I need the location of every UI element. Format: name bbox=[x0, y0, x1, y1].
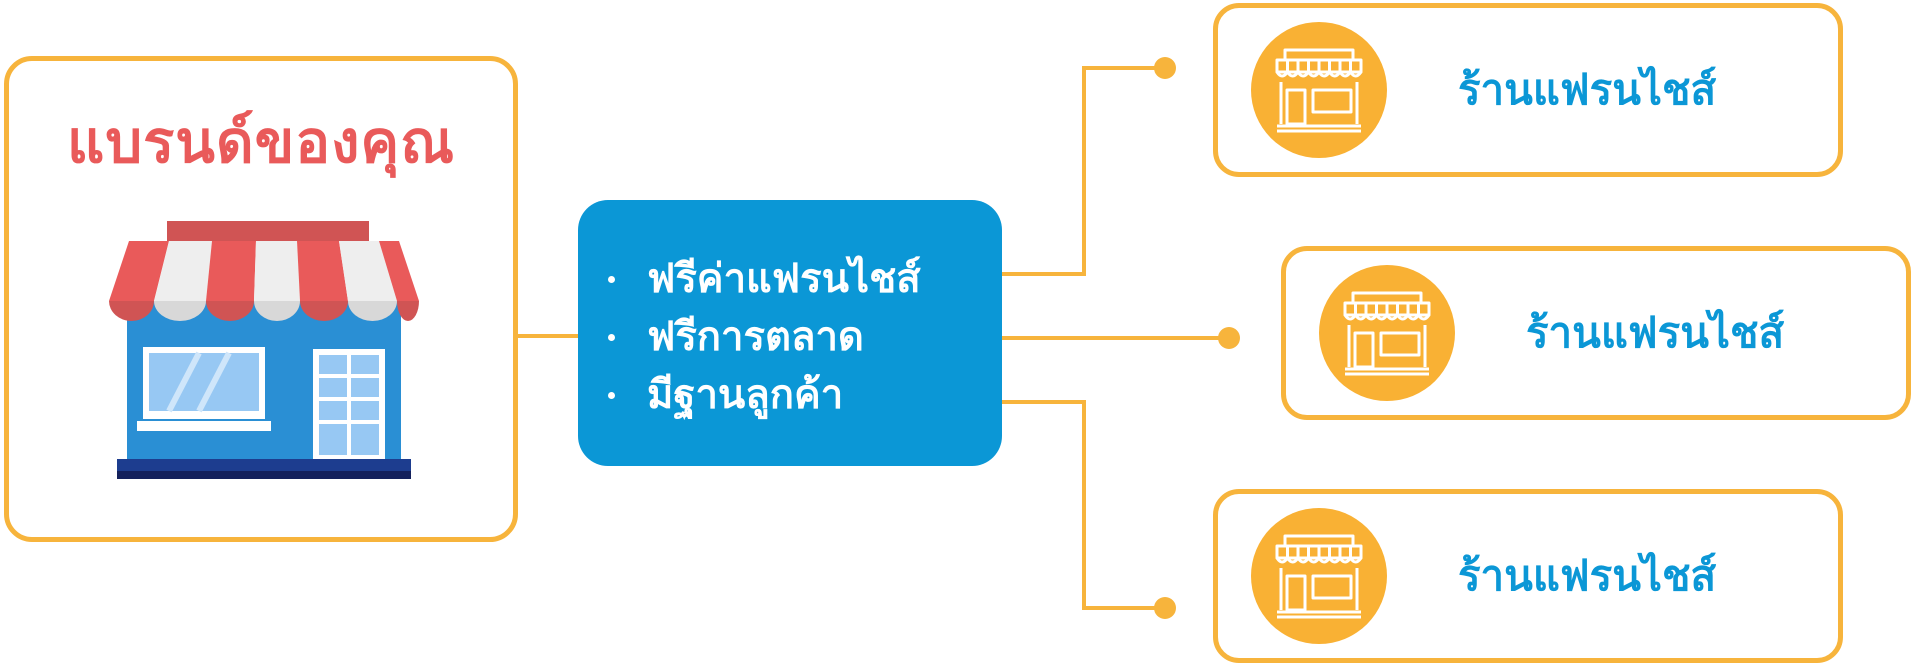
franchise-store-label: ร้านแฟรนไชส์ bbox=[1458, 65, 1717, 114]
connector-dot-2 bbox=[1218, 327, 1240, 349]
bullet-icon bbox=[608, 275, 615, 283]
connector-to-store-3 bbox=[1002, 400, 1164, 610]
connector-to-store-1 bbox=[1002, 66, 1164, 276]
store-icon-circle bbox=[1251, 22, 1387, 158]
franchise-store-card-2: ร้านแฟรนไชส์ bbox=[1281, 246, 1911, 420]
franchise-store-label: ร้านแฟรนไชส์ bbox=[1526, 308, 1785, 357]
brand-title: แบรนด์ของคุณ bbox=[66, 108, 456, 176]
benefit-item: ฟรีการตลาด bbox=[608, 308, 1002, 366]
connector-dot-1 bbox=[1154, 57, 1176, 79]
brand-card: แบรนด์ของคุณ bbox=[4, 56, 518, 542]
store-icon-circle bbox=[1319, 265, 1455, 401]
bullet-icon bbox=[608, 333, 615, 341]
benefit-label: ฟรีการตลาด bbox=[647, 314, 864, 360]
benefit-label: มีฐานลูกค้า bbox=[647, 372, 844, 418]
franchise-store-card-3: ร้านแฟรนไชส์ bbox=[1213, 489, 1843, 663]
connector-dot-3 bbox=[1154, 597, 1176, 619]
store-icon-circle bbox=[1251, 508, 1387, 644]
benefit-item: มีฐานลูกค้า bbox=[608, 366, 1002, 424]
franchise-store-card-1: ร้านแฟรนไชส์ bbox=[1213, 3, 1843, 177]
store-outline-icon bbox=[1275, 534, 1363, 619]
benefit-label: ฟรีค่าแฟรนไชส์ bbox=[647, 256, 921, 302]
franchise-store-label: ร้านแฟรนไชส์ bbox=[1458, 551, 1717, 600]
store-outline-icon bbox=[1275, 48, 1363, 133]
benefits-list: ฟรีค่าแฟรนไชส์ ฟรีการตลาด มีฐานลูกค้า bbox=[608, 250, 1002, 424]
store-outline-icon bbox=[1343, 291, 1431, 376]
bullet-icon bbox=[608, 391, 615, 399]
benefits-card: ฟรีค่าแฟรนไชส์ ฟรีการตลาด มีฐานลูกค้า bbox=[578, 200, 1002, 466]
store-front-icon bbox=[109, 221, 419, 479]
benefit-item: ฟรีค่าแฟรนไชส์ bbox=[608, 250, 1002, 308]
